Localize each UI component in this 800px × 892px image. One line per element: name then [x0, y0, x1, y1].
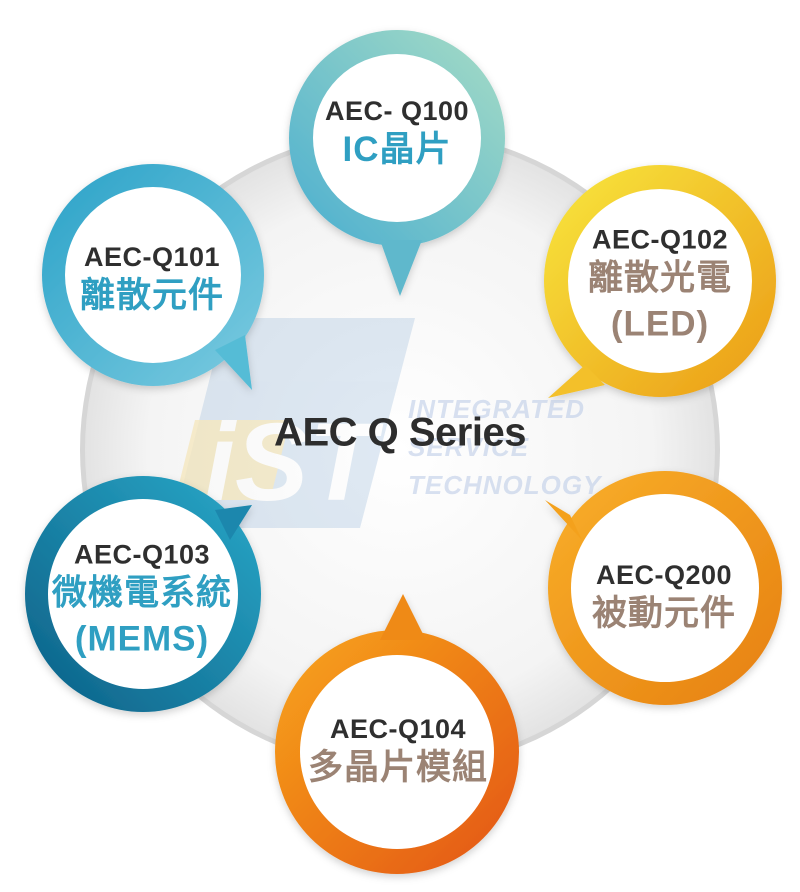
- node-q103: AEC-Q103 微機電系統 (MEMS): [52, 538, 232, 661]
- node-q102-subname: (LED): [610, 304, 710, 344]
- node-q100-code: AEC- Q100: [324, 96, 470, 127]
- node-q103-name: 微機電系統: [51, 573, 233, 613]
- watermark-line-3: TECHNOLOGY: [408, 470, 602, 500]
- node-q102-name: 離散光電: [587, 258, 733, 298]
- node-q104-code: AEC-Q104: [329, 714, 467, 745]
- svg-text:iST: iST: [204, 401, 383, 524]
- node-q103-subname: (MEMS): [74, 619, 210, 659]
- ist-watermark-logo: iST: [172, 318, 415, 528]
- node-q101: AEC-Q101 離散元件: [80, 241, 224, 319]
- node-q101-code: AEC-Q101: [83, 242, 221, 273]
- node-q101-bubble: [42, 164, 264, 390]
- node-q102-bubble: [544, 165, 776, 398]
- node-q102: AEC-Q102 離散光電 (LED): [588, 223, 732, 346]
- node-q100-bubble: [289, 30, 505, 296]
- center-title: AEC Q Series: [274, 410, 526, 455]
- watermark-line-2: SERVICE: [408, 432, 530, 462]
- node-q100: AEC- Q100 IC晶片: [325, 95, 469, 173]
- node-q101-name: 離散元件: [79, 276, 225, 316]
- node-q100-name: IC晶片: [342, 130, 452, 170]
- node-q103-bubble: [25, 476, 261, 712]
- watermark-line-1: INTEGRATED: [408, 394, 586, 424]
- node-q200-code: AEC-Q200: [595, 560, 733, 591]
- node-q200: AEC-Q200 被動元件: [592, 559, 736, 637]
- node-q102-code: AEC-Q102: [591, 224, 729, 255]
- node-q104-bubble: [275, 594, 519, 874]
- node-q104: AEC-Q104 多晶片模組: [308, 713, 488, 791]
- node-q104-name: 多晶片模組: [307, 748, 489, 788]
- node-q103-code: AEC-Q103: [73, 539, 211, 570]
- node-q200-name: 被動元件: [591, 594, 737, 634]
- node-q200-bubble: [545, 471, 782, 705]
